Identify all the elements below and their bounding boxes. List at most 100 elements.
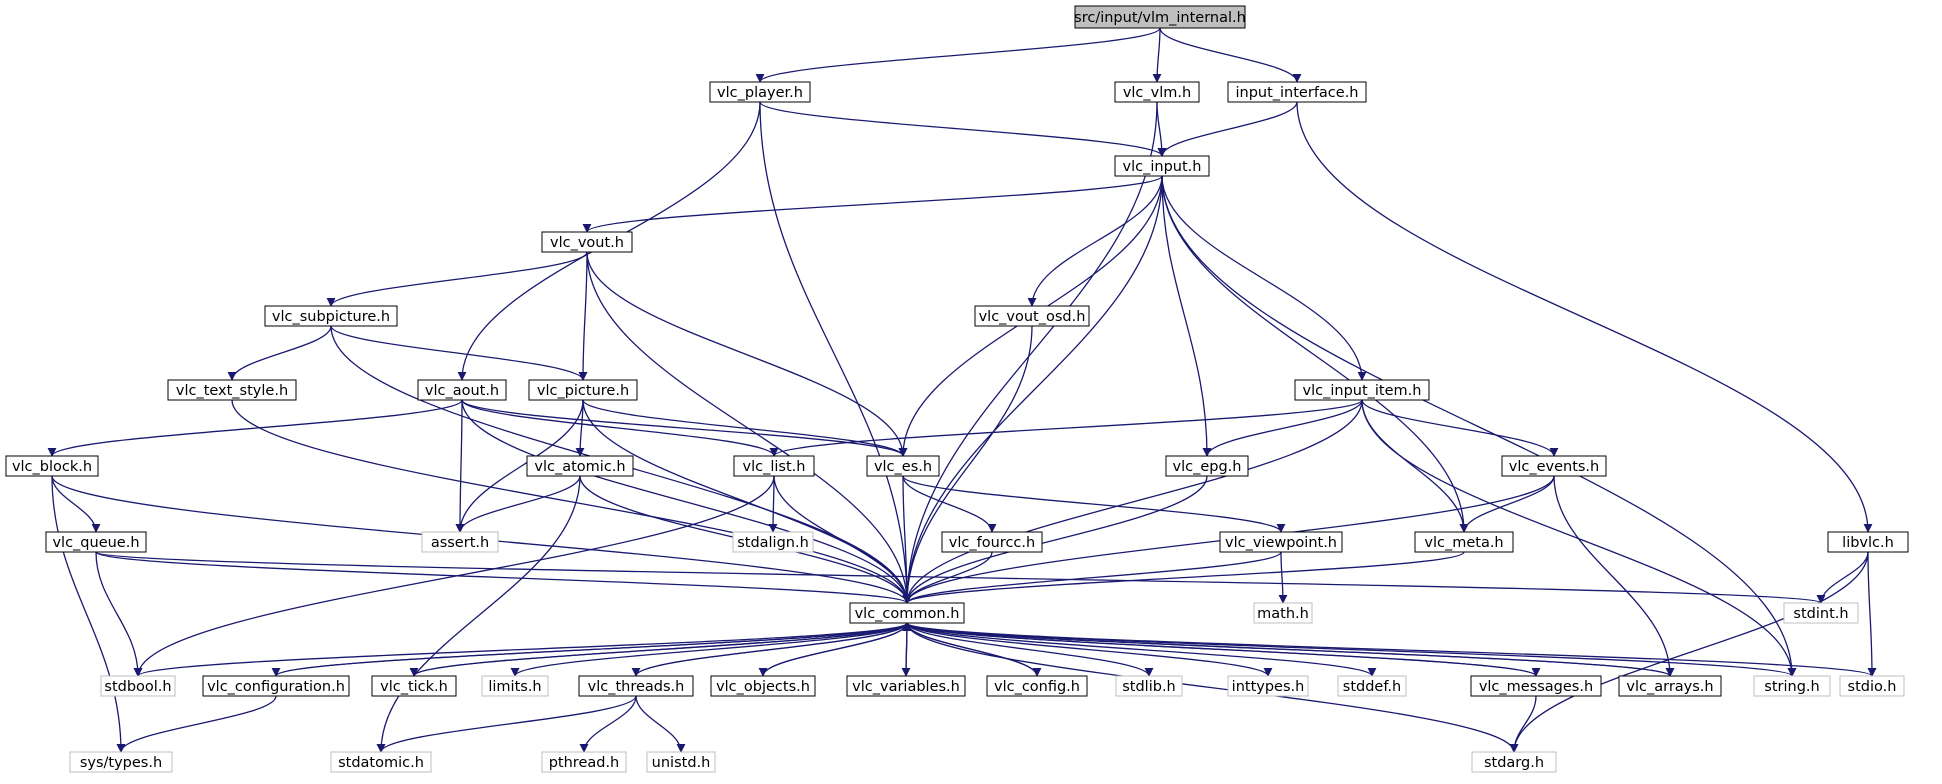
edge-vlc_atomic-to-stdatomic bbox=[376, 475, 581, 753]
node-label: stdarg.h bbox=[1484, 755, 1544, 771]
node-vlc-block[interactable]: vlc_block.h bbox=[5, 455, 99, 477]
node-libvlc[interactable]: libvlc.h bbox=[1827, 531, 1909, 553]
edge-vlc_configuration-to-sys_types bbox=[116, 695, 277, 753]
node-box bbox=[167, 379, 297, 401]
node-vlc-es[interactable]: vlc_es.h bbox=[866, 455, 940, 477]
node-label: vlc_input_item.h bbox=[1303, 383, 1422, 399]
node-vlc-threads[interactable]: vlc_threads.h bbox=[578, 675, 694, 697]
node-pthread: pthread.h bbox=[541, 751, 627, 773]
node-vlc-picture[interactable]: vlc_picture.h bbox=[528, 379, 638, 401]
edge-vlc_objects-to-vlc_common bbox=[762, 622, 912, 677]
node-assert: assert.h bbox=[421, 531, 499, 553]
node-vlc-viewpoint[interactable]: vlc_viewpoint.h bbox=[1219, 531, 1343, 553]
node-vlc-configuration[interactable]: vlc_configuration.h bbox=[202, 675, 350, 697]
node-vlc-vout-osd[interactable]: vlc_vout_osd.h bbox=[974, 305, 1090, 327]
node-stdlib: stdlib.h bbox=[1115, 675, 1183, 697]
edge-vlc_common-to-stdlib bbox=[906, 622, 1154, 677]
node-vlc-atomic[interactable]: vlc_atomic.h bbox=[526, 455, 634, 477]
edge-vlc_list-to-stdalign bbox=[768, 475, 778, 533]
node-vlc-tick[interactable]: vlc_tick.h bbox=[371, 675, 457, 697]
node-stddef: stddef.h bbox=[1337, 675, 1407, 697]
node-vlc-common[interactable]: vlc_common.h bbox=[849, 602, 965, 624]
node-label: vlc_vout_osd.h bbox=[979, 309, 1086, 325]
node-box bbox=[732, 531, 814, 553]
node-vlc-events[interactable]: vlc_events.h bbox=[1501, 455, 1607, 477]
node-label: inttypes.h bbox=[1232, 679, 1305, 695]
edge-vlc_common-to-stdio bbox=[906, 622, 1877, 677]
node-vlc-queue[interactable]: vlc_queue.h bbox=[45, 531, 147, 553]
node-label: math.h bbox=[1257, 606, 1309, 622]
node-root[interactable]: src/input/vlm_internal.h bbox=[1074, 5, 1246, 29]
node-label: vlc_block.h bbox=[12, 459, 92, 475]
node-label: vlc_vout.h bbox=[550, 235, 624, 251]
node-label: vlc_messages.h bbox=[1479, 679, 1593, 695]
node-label: vlc_text_style.h bbox=[176, 383, 288, 399]
node-stdalign: stdalign.h bbox=[732, 531, 814, 553]
node-box bbox=[1471, 751, 1557, 773]
node-vlc-text-style[interactable]: vlc_text_style.h bbox=[167, 379, 297, 401]
edge-vlc_arrays-to-vlc_common bbox=[902, 622, 1671, 677]
node-label: stdint.h bbox=[1793, 606, 1848, 622]
node-vlc-meta[interactable]: vlc_meta.h bbox=[1414, 531, 1514, 553]
node-label: stdbool.h bbox=[104, 679, 171, 695]
node-label: vlc_input.h bbox=[1123, 159, 1202, 175]
edge-vlc_common-to-stdarg bbox=[906, 622, 1519, 753]
edge-vlc_viewpoint-to-math bbox=[1278, 551, 1288, 604]
node-box bbox=[1114, 81, 1200, 103]
node-vlc-fourcc[interactable]: vlc_fourcc.h bbox=[941, 531, 1043, 553]
node-vlc-vout[interactable]: vlc_vout.h bbox=[541, 231, 633, 253]
node-input-interface[interactable]: input_interface.h bbox=[1227, 81, 1367, 103]
edge-vlc_common-to-inttypes bbox=[906, 622, 1273, 677]
edge-vlc_atomic-to-assert bbox=[455, 475, 581, 533]
node-vlc-vlm[interactable]: vlc_vlm.h bbox=[1114, 81, 1200, 103]
node-vlc-epg[interactable]: vlc_epg.h bbox=[1165, 455, 1249, 477]
node-vlc-objects[interactable]: vlc_objects.h bbox=[710, 675, 816, 697]
node-vlc-aout[interactable]: vlc_aout.h bbox=[417, 379, 507, 401]
node-box bbox=[45, 531, 147, 553]
node-label: vlc_configuration.h bbox=[207, 679, 345, 695]
node-stdio: stdio.h bbox=[1839, 675, 1905, 697]
node-box bbox=[974, 305, 1090, 327]
edge-vlc_threads-to-vlc_common bbox=[635, 622, 912, 677]
node-label: vlc_meta.h bbox=[1424, 535, 1503, 551]
edge-vlc_list-to-vlc_common bbox=[773, 475, 912, 604]
node-label: vlc_config.h bbox=[994, 679, 1080, 695]
edge-vlc_viewpoint-to-vlc_common bbox=[902, 551, 1282, 604]
node-label: stdlib.h bbox=[1122, 679, 1176, 695]
node-stdatomic: stdatomic.h bbox=[330, 751, 432, 773]
node-box bbox=[100, 675, 176, 697]
edge-vlc_picture-to-assert bbox=[455, 399, 584, 533]
edge-vlc_queue-to-stdbool bbox=[95, 551, 143, 677]
node-box bbox=[846, 675, 966, 697]
node-label: libvlc.h bbox=[1842, 535, 1894, 551]
node-vlc-subpicture[interactable]: vlc_subpicture.h bbox=[264, 305, 398, 327]
node-vlc-player[interactable]: vlc_player.h bbox=[709, 81, 811, 103]
node-vlc-input-item[interactable]: vlc_input_item.h bbox=[1294, 379, 1430, 401]
node-box bbox=[417, 379, 507, 401]
node-vlc-list[interactable]: vlc_list.h bbox=[733, 455, 815, 477]
edge-vlc_common-to-limits bbox=[510, 622, 908, 677]
node-vlc-messages[interactable]: vlc_messages.h bbox=[1470, 675, 1602, 697]
edge-vlc_messages-to-vlc_common bbox=[902, 622, 1537, 677]
node-label: vlc_threads.h bbox=[588, 679, 685, 695]
node-box bbox=[1253, 602, 1313, 624]
edge-vlc_vout-to-vlc_subpicture bbox=[326, 251, 588, 307]
node-label: pthread.h bbox=[549, 755, 620, 771]
edges-layer bbox=[47, 27, 1877, 753]
edge-vlc_input_item-to-vlc_common bbox=[902, 399, 1363, 604]
edge-vlc_messages-to-stdarg bbox=[1509, 695, 1537, 753]
node-limits: limits.h bbox=[481, 675, 549, 697]
edge-vlc_block-to-vlc_queue bbox=[51, 475, 101, 533]
node-box bbox=[986, 675, 1088, 697]
edge-vlc_input-to-vlc_epg bbox=[1161, 175, 1212, 457]
node-label: vlc_vlm.h bbox=[1123, 85, 1191, 101]
edge-libvlc-to-stdint bbox=[1816, 551, 1869, 604]
node-vlc-variables[interactable]: vlc_variables.h bbox=[846, 675, 966, 697]
edge-vlc_input-to-vlc_vout_osd bbox=[1027, 175, 1163, 307]
node-label: stdio.h bbox=[1848, 679, 1897, 695]
node-vlc-config[interactable]: vlc_config.h bbox=[986, 675, 1088, 697]
node-label: vlc_viewpoint.h bbox=[1225, 535, 1337, 551]
edge-root-to-vlc_player bbox=[755, 27, 1161, 83]
node-vlc-input[interactable]: vlc_input.h bbox=[1114, 155, 1210, 177]
node-vlc-arrays[interactable]: vlc_arrays.h bbox=[1618, 675, 1722, 697]
